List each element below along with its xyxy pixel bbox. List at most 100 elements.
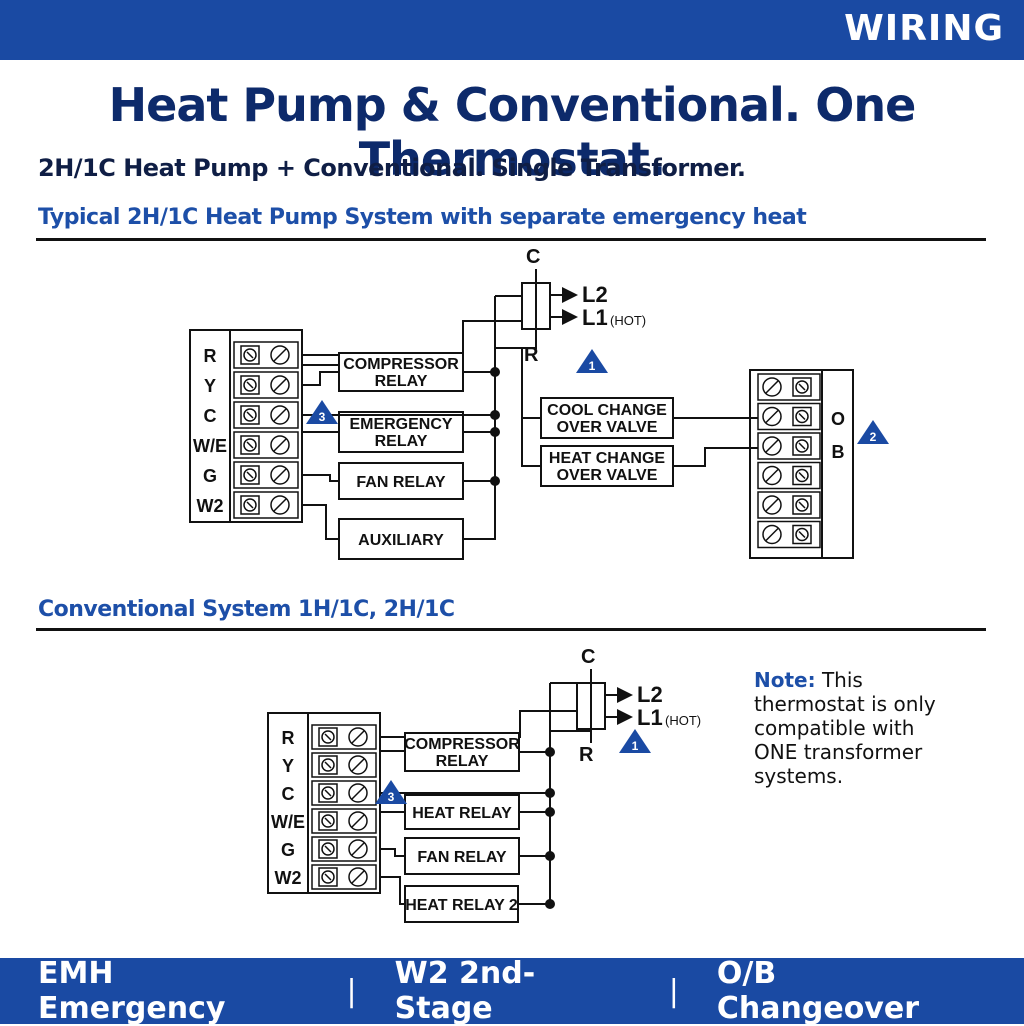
screw-slot — [246, 411, 254, 419]
terminal-screw-icon — [792, 436, 812, 456]
screw-head — [243, 438, 257, 452]
relay-label-line1: HEAT CHANGE — [549, 450, 665, 467]
relay-box — [540, 445, 674, 487]
terminal-screw-icon — [240, 375, 260, 395]
screw-slot — [798, 471, 806, 480]
relay-label-line2: OVER VALVE — [557, 467, 658, 484]
screw-slot — [765, 527, 779, 542]
transformer-hot-label: (HOT) — [665, 713, 701, 728]
warning-marker-icon: 3 — [375, 780, 407, 804]
screw-slot — [798, 442, 806, 450]
section2-rule — [36, 628, 986, 631]
relay-label-line1: EMERGENCY — [349, 416, 452, 433]
relay-label: FAN RELAY — [417, 849, 507, 866]
wire-g — [380, 848, 405, 857]
screw-slot — [351, 870, 365, 884]
relay-label-line2: RELAY — [375, 373, 428, 390]
terminal-label: R — [282, 728, 295, 748]
terminal-screw-icon — [318, 867, 338, 887]
terminal-screw-icon — [240, 345, 260, 365]
screw-slot — [765, 468, 779, 483]
terminal-label: W2 — [197, 496, 224, 516]
screw-head — [321, 842, 335, 856]
screw-slot — [351, 842, 365, 856]
section1-rule — [36, 238, 986, 241]
terminal-screw-icon — [270, 495, 290, 515]
screw-head — [321, 730, 335, 744]
relay-label-line2: RELAY — [436, 753, 489, 770]
screw-slot — [246, 501, 254, 509]
terminal-screw-icon — [792, 406, 812, 427]
transformer-coil-right — [535, 282, 551, 330]
junction-dot — [545, 747, 555, 757]
marker-number: 3 — [388, 790, 395, 804]
transformer-hot-label: (HOT) — [610, 313, 646, 328]
terminal-screw-icon — [318, 811, 338, 831]
terminal-screw-icon — [318, 839, 338, 859]
terminal-screw-icon — [792, 524, 812, 545]
screw-slot — [246, 351, 254, 359]
transformer-c-label: C — [526, 246, 540, 268]
screw-head — [795, 380, 809, 394]
transformer-l2-label: L2 — [582, 282, 608, 307]
screw-slot — [798, 383, 806, 391]
warning-marker-icon: 3 — [306, 400, 338, 424]
terminal-label: C — [204, 406, 217, 426]
relay-box — [338, 411, 464, 453]
relay-label-line2: RELAY — [375, 433, 428, 450]
junction-dot — [490, 410, 500, 420]
note-label: Note: — [754, 668, 816, 692]
terminal-screw-icon — [792, 465, 812, 486]
terminal-label: W/E — [193, 436, 227, 456]
transformer-r-label: R — [579, 744, 594, 766]
terminal-screw-icon — [240, 465, 260, 485]
banner-tag: WIRING — [844, 8, 1004, 49]
legend-divider: | — [346, 973, 357, 1009]
screw-slot — [351, 814, 365, 828]
terminal-screw-icon — [348, 727, 368, 747]
terminal-label: W/E — [271, 812, 305, 832]
terminal-screw-icon — [270, 345, 290, 365]
terminal-screw-icon — [270, 435, 290, 455]
relay-box — [404, 885, 519, 923]
relay-label: HEAT RELAY 2 — [405, 897, 518, 914]
terminal-screw-icon — [762, 436, 782, 456]
relay-box — [404, 837, 520, 875]
wire-w2 — [302, 504, 339, 540]
marker-number: 1 — [589, 359, 596, 373]
wire-g — [302, 474, 339, 482]
marker-triangle — [576, 349, 608, 373]
screw-head — [243, 498, 257, 512]
marker-number: 2 — [870, 430, 877, 444]
screw-slot — [798, 412, 806, 421]
terminal-screw-icon — [762, 495, 782, 515]
wire-w2 — [380, 876, 405, 905]
page-title: Heat Pump & Conventional. One Thermostat… — [108, 78, 917, 186]
screw-slot — [351, 758, 365, 772]
heat-pump-diagram: RYCW/EGW2CRL2L1(HOT)1COMPRESSORRELAYEMER… — [189, 246, 889, 560]
marker-triangle — [857, 420, 889, 444]
screw-slot — [273, 408, 287, 422]
terminal-label: Y — [282, 756, 294, 776]
terminal-screw-icon — [792, 377, 812, 397]
screw-slot — [798, 501, 806, 509]
screw-head — [321, 814, 335, 828]
wire-transformer-r — [550, 730, 592, 743]
screw-slot — [324, 761, 332, 769]
wire-valve-heat — [521, 418, 541, 467]
relay-3: AUXILIARY — [338, 518, 464, 560]
terminal-screw-icon — [762, 524, 782, 545]
relay-1: HEAT RELAY — [404, 794, 520, 830]
transformer-l1-label: L1 — [582, 305, 608, 330]
terminal-screw-icon — [792, 495, 812, 515]
screw-slot — [765, 498, 779, 512]
junction-dot — [490, 476, 500, 486]
screw-slot — [273, 438, 287, 452]
screw-slot — [246, 441, 254, 449]
junction-dot — [545, 851, 555, 861]
